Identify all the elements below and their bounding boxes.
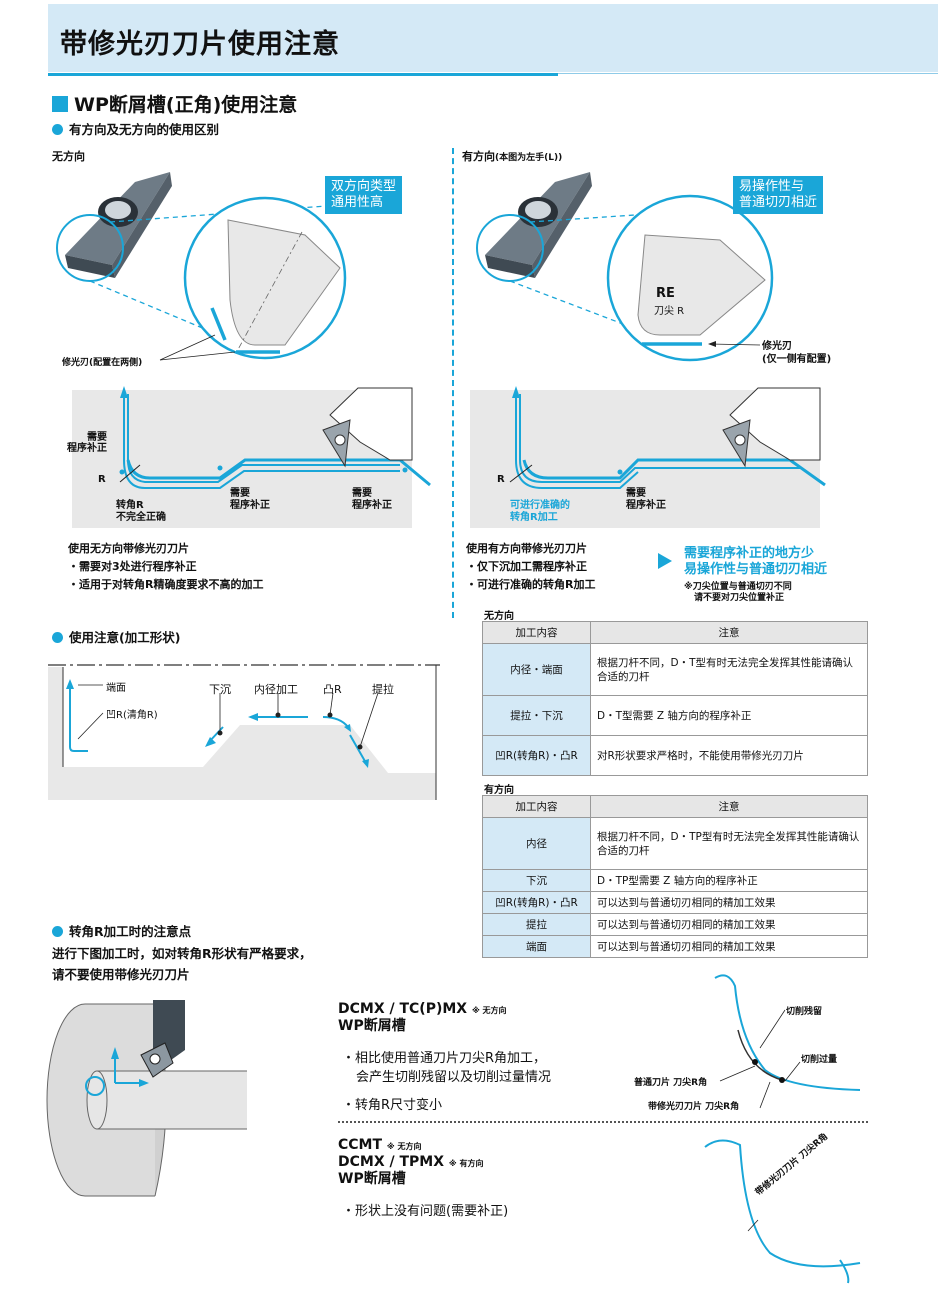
- square-bullet-icon: [52, 96, 68, 112]
- note-wiper-both-sides: 修光刃(配置在两侧): [62, 358, 143, 368]
- label-normal-nose-r: 普通刀片 刀尖R角: [634, 1078, 708, 1088]
- arrow-right-icon: [658, 553, 672, 569]
- label-r-right: R: [497, 474, 505, 485]
- table-label-nondir: 无方向: [484, 611, 514, 622]
- label-cutting-residual: 切削残留: [786, 1007, 823, 1017]
- bullet-nondir-1: ・需要对3处进行程序补正: [68, 560, 197, 573]
- label-re: RE: [656, 286, 675, 301]
- summary-benefit: 需要程序补正的地方少易操作性与普通切刃相近: [684, 546, 828, 577]
- subheading-direction: 有方向及无方向的使用区别: [52, 119, 219, 138]
- label-need-comp-1: 需要程序补正: [67, 432, 107, 454]
- bullet-block1-2: 会产生切削残留以及切削过量情况: [356, 1070, 552, 1085]
- bullet-dir-1: ・仅下沉加工需程序补正: [466, 560, 587, 573]
- label-directional: 有方向(本图为左手(L)): [462, 150, 563, 163]
- label-nondirectional: 无方向: [52, 150, 85, 163]
- label-nose-r: 刀尖 R: [654, 306, 685, 317]
- no-problem-diagram: [704, 1139, 861, 1284]
- table-row: 下沉 D・TP型需要 Z 轴方向的程序补正: [482, 869, 868, 892]
- table-row: 凹R(转角R)・凸R 可以达到与普通切刃相同的精加工效果: [482, 891, 868, 914]
- desc-title-directional: 使用有方向带修光刃刀片: [466, 542, 587, 555]
- page-title: 带修光刃刀片使用注意: [60, 29, 340, 60]
- label-plunge: 下沉: [209, 683, 231, 696]
- label-r-left: R: [98, 474, 106, 485]
- callout-easy-operation: 易操作性与 普通切刃相近: [733, 176, 824, 214]
- bullet-block1-3: ・转角R尺寸变小: [342, 1098, 443, 1113]
- subheading-shape: 使用注意(加工形状): [52, 627, 180, 646]
- bullet-block1-1: ・相比使用普通刀片刀尖R角加工，: [342, 1051, 547, 1066]
- table-label-dir: 有方向: [484, 785, 514, 796]
- callout-bidirectional: 双方向类型 通用性高: [325, 176, 403, 214]
- label-convex-r: 凸R: [323, 683, 342, 696]
- bullet-dir-2: ・可进行准确的转角R加工: [466, 578, 596, 591]
- table-row: 端面 可以达到与普通切刃相同的精加工效果: [482, 935, 868, 958]
- section-heading-wp: WP断屑槽(正角)使用注意: [52, 90, 297, 117]
- tool-holder-right: [722, 387, 821, 468]
- table-nondirectional: 加工内容 注意 内径・端面 根据刀杆不同，D・T型有时无法完全发挥其性能请确认合…: [482, 621, 868, 776]
- table-row: 内径・端面 根据刀杆不同，D・T型有时无法完全发挥其性能请确认合适的刀杆: [482, 643, 868, 696]
- label-wiper-nose-r: 带修光刃刀片 刀尖R角: [648, 1102, 740, 1112]
- label-pull: 提拉: [372, 683, 394, 696]
- dot-bullet-icon: [52, 124, 63, 135]
- table-row: 内径 根据刀杆不同，D・TP型有时无法完全发挥其性能请确认合适的刀杆: [482, 817, 868, 870]
- model-ccmt: CCMT ※ 无方向: [338, 1137, 422, 1153]
- table-row: 提拉 可以达到与普通切刃相同的精加工效果: [482, 913, 868, 936]
- table-header: 加工内容 注意: [482, 795, 868, 818]
- residual-diagram: [714, 974, 861, 1109]
- label-concave-r: 凹R(清角R): [106, 710, 158, 721]
- label-corner-r-exact: 可进行准确的转角R加工: [510, 500, 570, 523]
- table-row: 凹R(转角R)・凸R 对R形状要求严格时，不能使用带修光刃刀片: [482, 735, 868, 776]
- desc-title-nondirectional: 使用无方向带修光刃刀片: [68, 542, 189, 555]
- label-need-comp-2: 需要程序补正: [230, 488, 270, 511]
- workpiece-diagram: [46, 1000, 247, 1197]
- corner-r-text: 进行下图加工时，如对转角R形状有严格要求， 请不要使用带修光刃刀片: [52, 946, 312, 982]
- tool-holder-left: [322, 387, 413, 468]
- label-need-comp-3: 需要程序补正: [352, 488, 392, 511]
- title-underline-thin: [558, 73, 938, 74]
- summary-note: ※刀尖位置与普通切刃不同请不要对刀尖位置补正: [684, 582, 792, 603]
- dot-bullet-icon: [52, 926, 63, 937]
- label-id-machining: 内径加工: [254, 683, 298, 696]
- title-underline: [48, 73, 558, 76]
- insert-image-left: [65, 172, 172, 278]
- section-divider-dotted: [338, 1121, 868, 1123]
- bullet-block2: ・形状上没有问题(需要补正): [342, 1204, 509, 1219]
- table-directional: 加工内容 注意 内径 根据刀杆不同，D・TP型有时无法完全发挥其性能请确认合适的…: [482, 795, 868, 958]
- insert-image-right: [485, 172, 592, 278]
- dot-bullet-icon: [52, 632, 63, 643]
- model-block1: DCMX / TC(P)MX ※ 无方向: [338, 1001, 507, 1017]
- directional-diagram: [470, 172, 826, 528]
- label-face: 端面: [106, 683, 126, 694]
- table-row: 提拉・下沉 D・T型需要 Z 轴方向的程序补正: [482, 695, 868, 736]
- bullet-nondir-2: ・适用于对转角R精确度要求不高的加工: [68, 578, 264, 591]
- note-wiper-one-side: 修光刃(仅一侧有配置): [762, 341, 832, 365]
- nondirectional-diagram: [56, 172, 431, 528]
- label-overcut: 切削过量: [801, 1055, 838, 1065]
- table-header: 加工内容 注意: [482, 621, 868, 644]
- subheading-corner-r: 转角R加工时的注意点: [52, 921, 191, 940]
- model-dcmx-tpmx: DCMX / TPMX ※ 有方向: [338, 1154, 484, 1170]
- chipbreaker-block2: WP断屑槽: [338, 1171, 406, 1187]
- title-banner: [48, 4, 938, 72]
- column-divider: [452, 148, 454, 618]
- label-need-comp-right: 需要程序补正: [626, 488, 666, 511]
- shape-diagram: [48, 664, 440, 800]
- chipbreaker-block1: WP断屑槽: [338, 1018, 406, 1034]
